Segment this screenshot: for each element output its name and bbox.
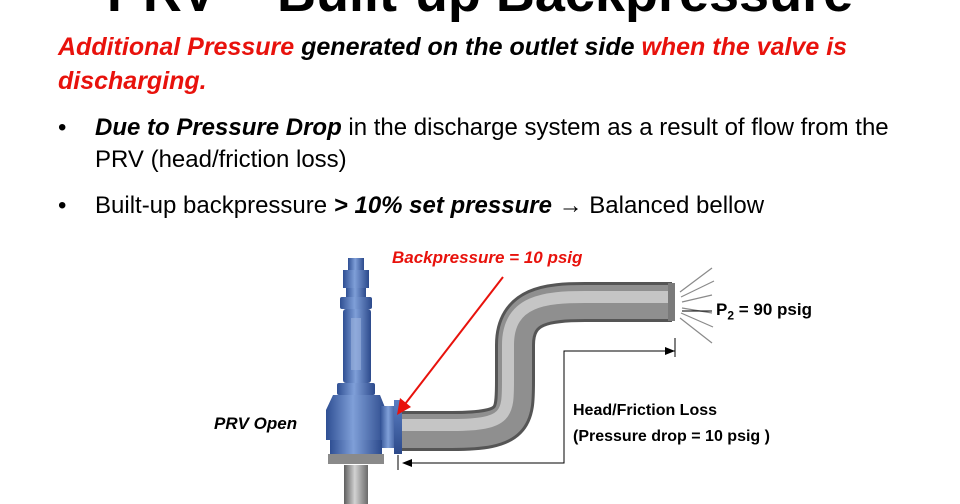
bullet-item-pressure-drop: • Due to Pressure Drop in the discharge …	[58, 112, 918, 176]
p2-label: P2 = 90 psig	[716, 300, 812, 322]
backpressure-label: Backpressure = 10 psig	[392, 248, 583, 267]
bullet-emphasis: > 10% set pressure	[333, 192, 552, 219]
head-loss-title: Head/Friction Loss	[573, 402, 718, 419]
p2-symbol: P	[716, 300, 728, 319]
p2-value: = 90 psig	[734, 300, 812, 319]
slide-title: PRV – Built-up Backpressure	[0, 0, 960, 20]
discharge-pipe	[402, 282, 672, 451]
prv-valve	[326, 258, 402, 464]
right-arrow-icon: →	[551, 192, 590, 219]
intro-highlight-1: Additional Pressure	[58, 33, 295, 61]
bullet-text: Built-up backpressure	[95, 192, 334, 219]
head-loss-dimension	[397, 338, 676, 470]
prv-open-label: PRV Open	[214, 414, 298, 433]
bullet-item-balanced-bellow: • Built-up backpressure > 10% set pressu…	[58, 190, 918, 222]
intro-text: generated on the outlet side	[294, 33, 642, 61]
bullet-marker: •	[58, 192, 67, 219]
bullet-text: in the discharge system as a result of f…	[95, 114, 889, 173]
intro-highlight-2: when the valve is discharging.	[58, 33, 848, 95]
p2-subscript: 2	[727, 308, 735, 323]
intro-statement: Additional Pressure generated on the out…	[58, 30, 928, 98]
pipe-outlet-end	[668, 283, 675, 321]
head-loss-detail: (Pressure drop = 10 psig )	[573, 428, 770, 445]
bullet-marker: •	[58, 114, 67, 141]
head-loss-label: Head/Friction Loss (Pressure drop = 10 p…	[573, 398, 770, 450]
bullet-list: • Due to Pressure Drop in the discharge …	[58, 112, 918, 236]
bullet-text-after: Balanced bellow	[589, 192, 765, 219]
bullet-emphasis: Due to Pressure Drop	[95, 114, 342, 141]
backpressure-arrow	[397, 276, 504, 415]
inlet-pipe	[344, 465, 368, 504]
discharge-spray	[679, 267, 715, 344]
